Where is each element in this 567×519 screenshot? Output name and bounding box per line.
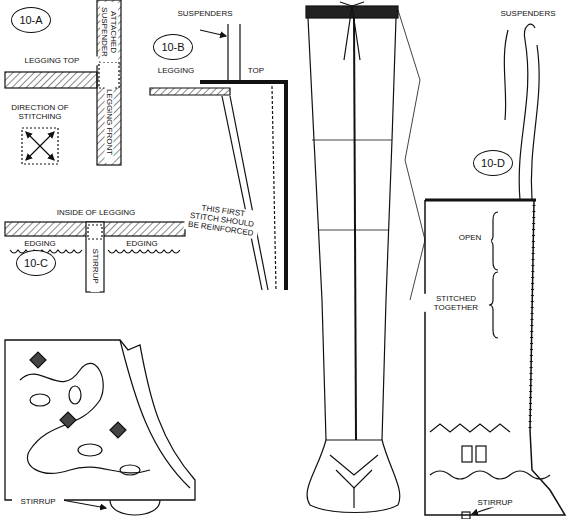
part-label: INSIDE OF LEGGING bbox=[20, 208, 172, 217]
part-label: STIRRUP bbox=[90, 240, 99, 292]
part-label: LEGGING bbox=[150, 66, 202, 75]
part-label: STIRRUP bbox=[469, 498, 521, 507]
part-label: EDGING bbox=[19, 239, 61, 248]
part-label: SUSPENDERS bbox=[494, 9, 562, 18]
part-label: SUSPENDERS bbox=[164, 9, 246, 18]
figure-number-circle: 10-B bbox=[153, 34, 193, 60]
figure-number: 10-A bbox=[19, 14, 42, 26]
part-label: STIRRUP bbox=[12, 497, 64, 506]
part-label: OPEN bbox=[449, 233, 491, 242]
figure-number-circle: 10-D bbox=[473, 150, 513, 176]
part-label: TOP bbox=[243, 66, 269, 75]
figure-number-circle: 10-C bbox=[16, 250, 56, 276]
part-label: THIS FIRST STITCH SHOULD BE REINFORCED bbox=[183, 201, 260, 239]
figure-number: 10-B bbox=[161, 41, 184, 53]
part-label: EDGING bbox=[121, 239, 163, 248]
figure-number: 10-D bbox=[481, 157, 505, 169]
part-label: LEGGING TOP bbox=[6, 56, 98, 65]
figure-number-circle: 10-A bbox=[11, 7, 51, 33]
part-label: DIRECTION OF STITCHING bbox=[0, 103, 81, 121]
figure-number: 10-C bbox=[24, 257, 48, 269]
part-label: LEGGING FRONT bbox=[104, 81, 113, 163]
part-label: ATTACHED SUSPENDER bbox=[100, 2, 118, 62]
part-label: STITCHED TOGETHER bbox=[424, 294, 488, 312]
